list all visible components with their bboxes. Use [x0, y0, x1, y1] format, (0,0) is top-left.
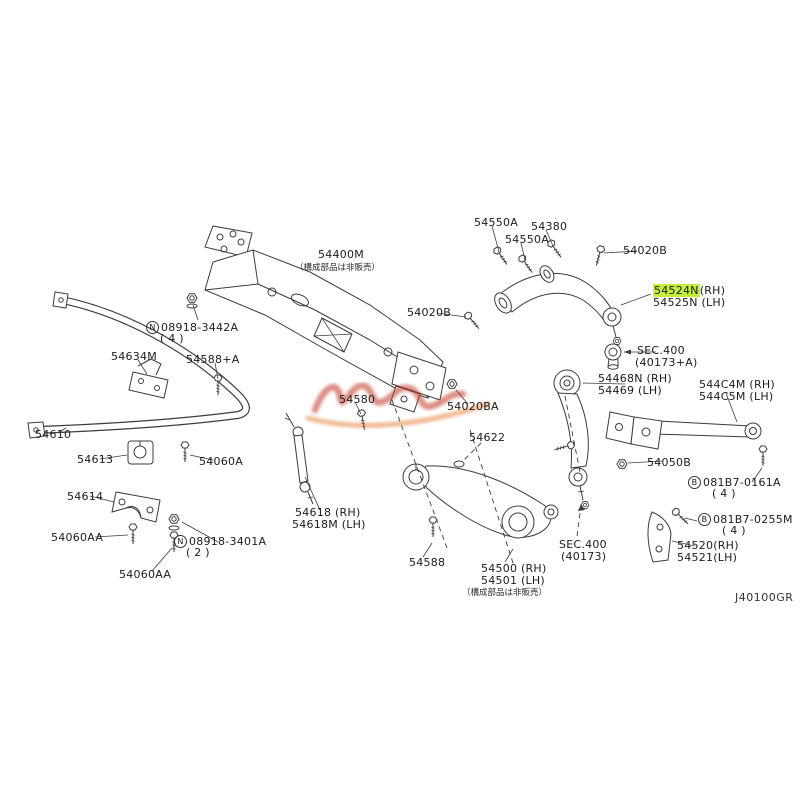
part-label: 544C5M (LH): [699, 390, 774, 403]
lower-control-arm: [402, 460, 559, 539]
part-label: （構成部品は非販売）: [462, 588, 548, 598]
part-label: 54613: [77, 453, 114, 466]
part-label: ( 2 ): [186, 546, 210, 559]
circled-letter: B: [698, 513, 711, 526]
part-label: 54400M: [318, 248, 364, 261]
part-label: 54020B: [407, 306, 452, 319]
part-label: 54468N (RH): [598, 372, 672, 385]
third-link: [553, 369, 589, 501]
diagram-code: J40100GR: [735, 591, 794, 604]
part-label: 54618 (RH): [295, 506, 361, 519]
part-label: SEC.400: [559, 538, 607, 551]
part-label: 544C4M (RH): [699, 378, 775, 391]
part-label: (40173): [561, 550, 607, 563]
circled-letter: B: [688, 476, 701, 489]
part-label: 54380: [531, 220, 568, 233]
part-label: 54060A: [199, 455, 244, 468]
stabilizer-bracket-54614: [111, 491, 161, 523]
part-label: 54550A: [505, 233, 550, 246]
stabilizer-clamp-54634M: [128, 358, 169, 399]
stabilizer-bushing-54613: [127, 440, 154, 465]
highlighted-part-number: 54524N: [653, 284, 700, 297]
sec400-arrow-2: [578, 504, 585, 511]
part-label: 54060AA: [119, 568, 172, 581]
part-label: 54050B: [647, 456, 692, 469]
part-label: 54020BA: [447, 400, 499, 413]
part-label: 54500 (RH): [481, 562, 547, 575]
part-label: （構成部品は非販売）: [295, 263, 381, 273]
part-label: ( 4 ): [722, 524, 746, 537]
circled-letter: N: [174, 535, 187, 548]
sec400-arrow: [624, 349, 631, 355]
part-label: 54020B: [623, 244, 668, 257]
stabilizer-bar: [27, 291, 250, 439]
construction-lines: [391, 395, 582, 567]
leader-lines: [57, 225, 763, 572]
part-label: 54588+A: [186, 353, 240, 366]
part-label-highlighted: 54524N(RH): [653, 284, 726, 297]
part-label: 54580: [339, 393, 376, 406]
part-label: 54622: [469, 431, 506, 444]
part-label: ( 4 ): [160, 332, 184, 345]
stabilizer-link: [284, 412, 314, 505]
part-label: SEC.400: [637, 344, 685, 357]
radius-rod: [605, 411, 762, 450]
part-label: 54610: [35, 428, 72, 441]
part-label: 54588: [409, 556, 446, 569]
part-label: 54614: [67, 490, 104, 503]
part-label: 54525N (LH): [653, 296, 726, 309]
upper-control-arm: [494, 265, 622, 338]
part-label: 54634M: [111, 350, 157, 363]
rod-bracket-54520: [647, 511, 672, 563]
part-label: ( 4 ): [712, 487, 736, 500]
part-label: 54521(LH): [677, 551, 738, 564]
part-label: 54550A: [474, 216, 519, 229]
part-label: 54520(RH): [677, 539, 739, 552]
part-label: 54469 (LH): [598, 384, 662, 397]
part-label: 54060AA: [51, 531, 104, 544]
upper-arm-bushing-54020B: [604, 343, 622, 370]
part-label: (40173+A): [635, 356, 698, 369]
circled-letter: N: [146, 321, 159, 334]
part-label: 54618M (LH): [292, 518, 366, 531]
part-label: 54501 (LH): [481, 574, 545, 587]
